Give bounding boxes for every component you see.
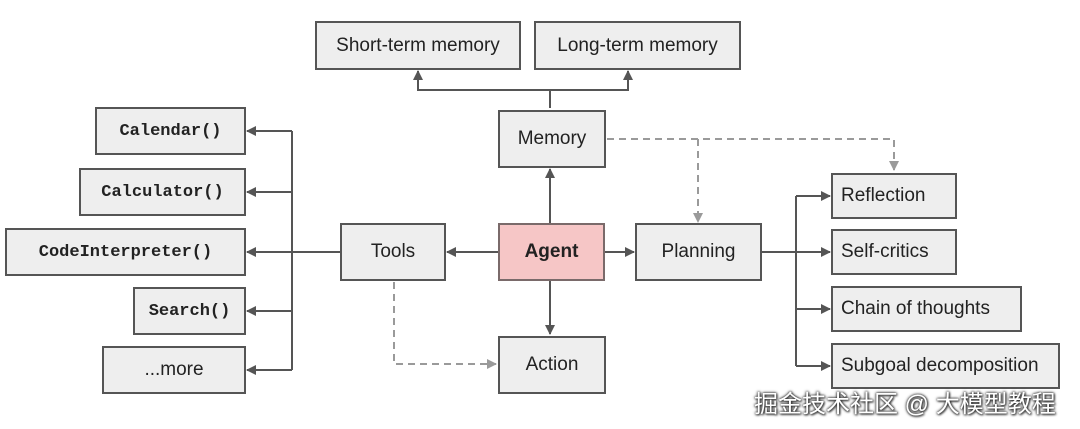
more-tools-box: ...more — [102, 346, 246, 394]
subgoal-decomposition-box: Subgoal decomposition — [831, 343, 1060, 389]
edge-tools-bus — [291, 131, 340, 370]
code-interpreter-tool-box: CodeInterpreter() — [5, 228, 246, 276]
calendar-tool-box: Calendar() — [95, 107, 246, 155]
chain-of-thoughts-box: Chain of thoughts — [831, 286, 1022, 332]
long-term-memory-box: Long-term memory — [534, 21, 741, 70]
tools-box: Tools — [340, 223, 446, 281]
agent-box: Agent — [498, 223, 605, 281]
search-tool-box: Search() — [133, 287, 246, 335]
edge-planning-bus — [762, 196, 797, 366]
action-box: Action — [498, 336, 606, 394]
reflection-box: Reflection — [831, 173, 957, 219]
planning-box: Planning — [635, 223, 762, 281]
dashed-tools-to-action — [393, 282, 497, 369]
memory-box: Memory — [498, 110, 606, 168]
watermark: 掘金技术社区 @ 大模型教程 — [754, 391, 1056, 418]
short-term-memory-box: Short-term memory — [315, 21, 521, 70]
edge-memory-to-memory-types — [417, 72, 629, 108]
self-critics-box: Self-critics — [831, 229, 957, 275]
dashed-memory-to-reflection — [607, 138, 899, 171]
calculator-tool-box: Calculator() — [79, 168, 246, 216]
